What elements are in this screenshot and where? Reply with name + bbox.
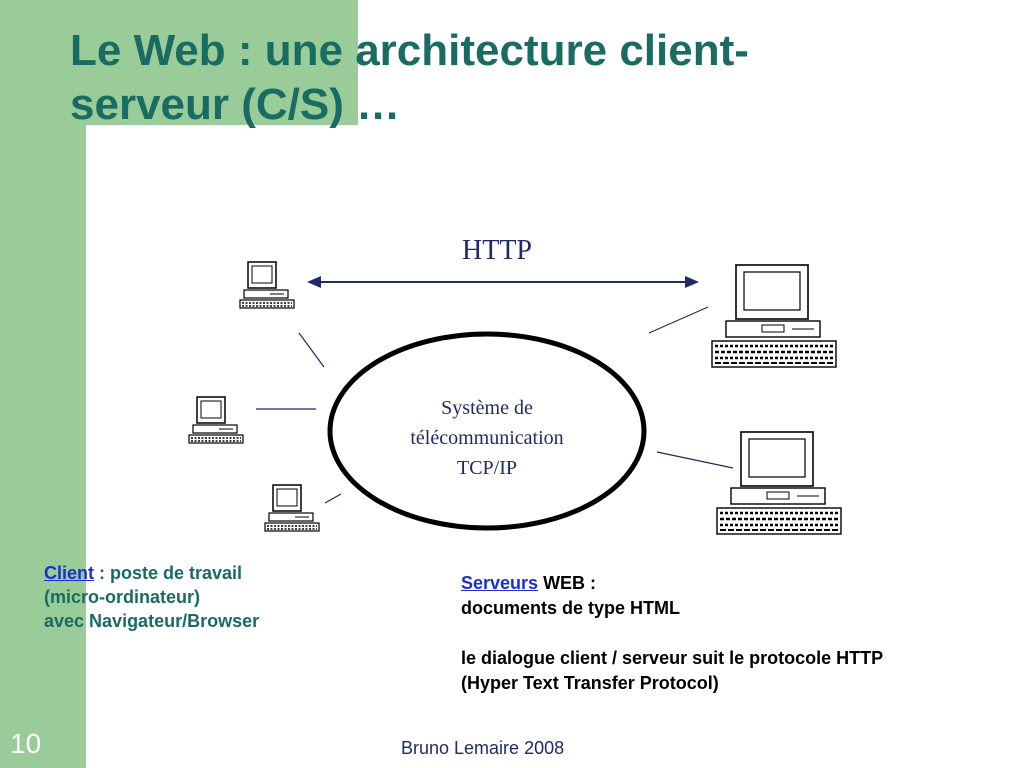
server-caption-line-2: documents de type HTML: [461, 598, 681, 618]
server-caption-line-4: le dialogue client / serveur suit le pro…: [461, 648, 884, 668]
network-label-line-3: TCP/IP: [457, 457, 517, 479]
client-caption-line-2: (micro-ordinateur): [44, 587, 201, 607]
client-caption-line-3: avec Navigateur/Browser: [44, 611, 260, 631]
client-caption-line-1: Client : poste de travail: [44, 561, 259, 585]
http-label: HTTP: [462, 235, 532, 266]
slide-title-line-2: serveur (C/S) …: [70, 80, 401, 129]
server-computer-icon-1: [710, 263, 838, 369]
http-double-arrow: [307, 276, 699, 288]
network-label-line-1: Système de: [441, 397, 533, 419]
client-caption: Client : poste de travail (micro-ordinat…: [44, 561, 259, 633]
slide-title: Le Web : une architecture client- serveu…: [70, 24, 1010, 132]
server-2-link-line: [656, 451, 734, 469]
client-computer-icon-2: [188, 396, 244, 444]
slide-footer: Bruno Lemaire 2008: [401, 738, 565, 758]
client-computer-icon-3: [264, 484, 320, 532]
slide-page-number: 10: [10, 728, 42, 759]
server-1-link-line: [648, 306, 709, 334]
client-computer-icon-1: [239, 261, 295, 309]
network-label-line-2: télécommunication: [410, 427, 563, 449]
network-ellipse: [327, 331, 647, 531]
client-caption-line-1-text: : poste de travail: [94, 563, 243, 583]
client-1-link-line: [298, 332, 325, 368]
servers-link[interactable]: Serveurs: [461, 573, 539, 593]
server-caption-spacer: [461, 621, 883, 646]
decorative-green-band-left: [0, 0, 86, 768]
server-caption-line-5: (Hyper Text Transfer Protocol): [461, 673, 719, 693]
server-caption-line-1-text: WEB :: [538, 573, 597, 593]
slide-title-line-1: Le Web : une architecture client-: [70, 26, 749, 75]
server-computer-icon-2: [715, 430, 843, 536]
server-caption: Serveurs WEB : documents de type HTML le…: [461, 571, 883, 696]
client-link[interactable]: Client: [44, 563, 95, 583]
server-caption-line-1: Serveurs WEB :: [461, 571, 883, 596]
client-3-link-line: [324, 493, 342, 504]
